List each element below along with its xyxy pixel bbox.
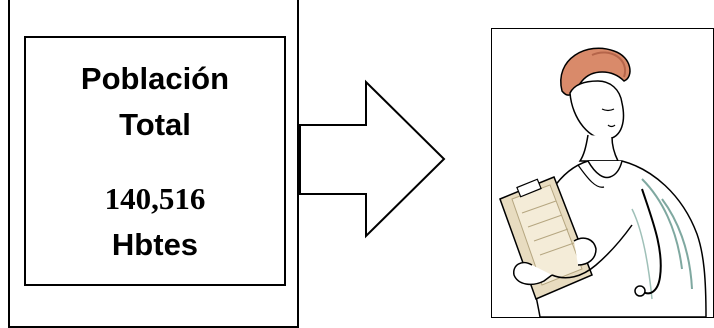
population-box: Población Total 140,516 Hbtes — [24, 36, 286, 286]
nurse-illustration — [492, 29, 713, 317]
population-unit: Hbtes — [26, 229, 284, 260]
nurse-illustration-frame — [491, 28, 714, 318]
right-arrow — [290, 70, 450, 250]
population-label: Población — [26, 63, 284, 94]
population-value: 140,516 — [26, 183, 284, 214]
total-label: Total — [26, 109, 284, 140]
